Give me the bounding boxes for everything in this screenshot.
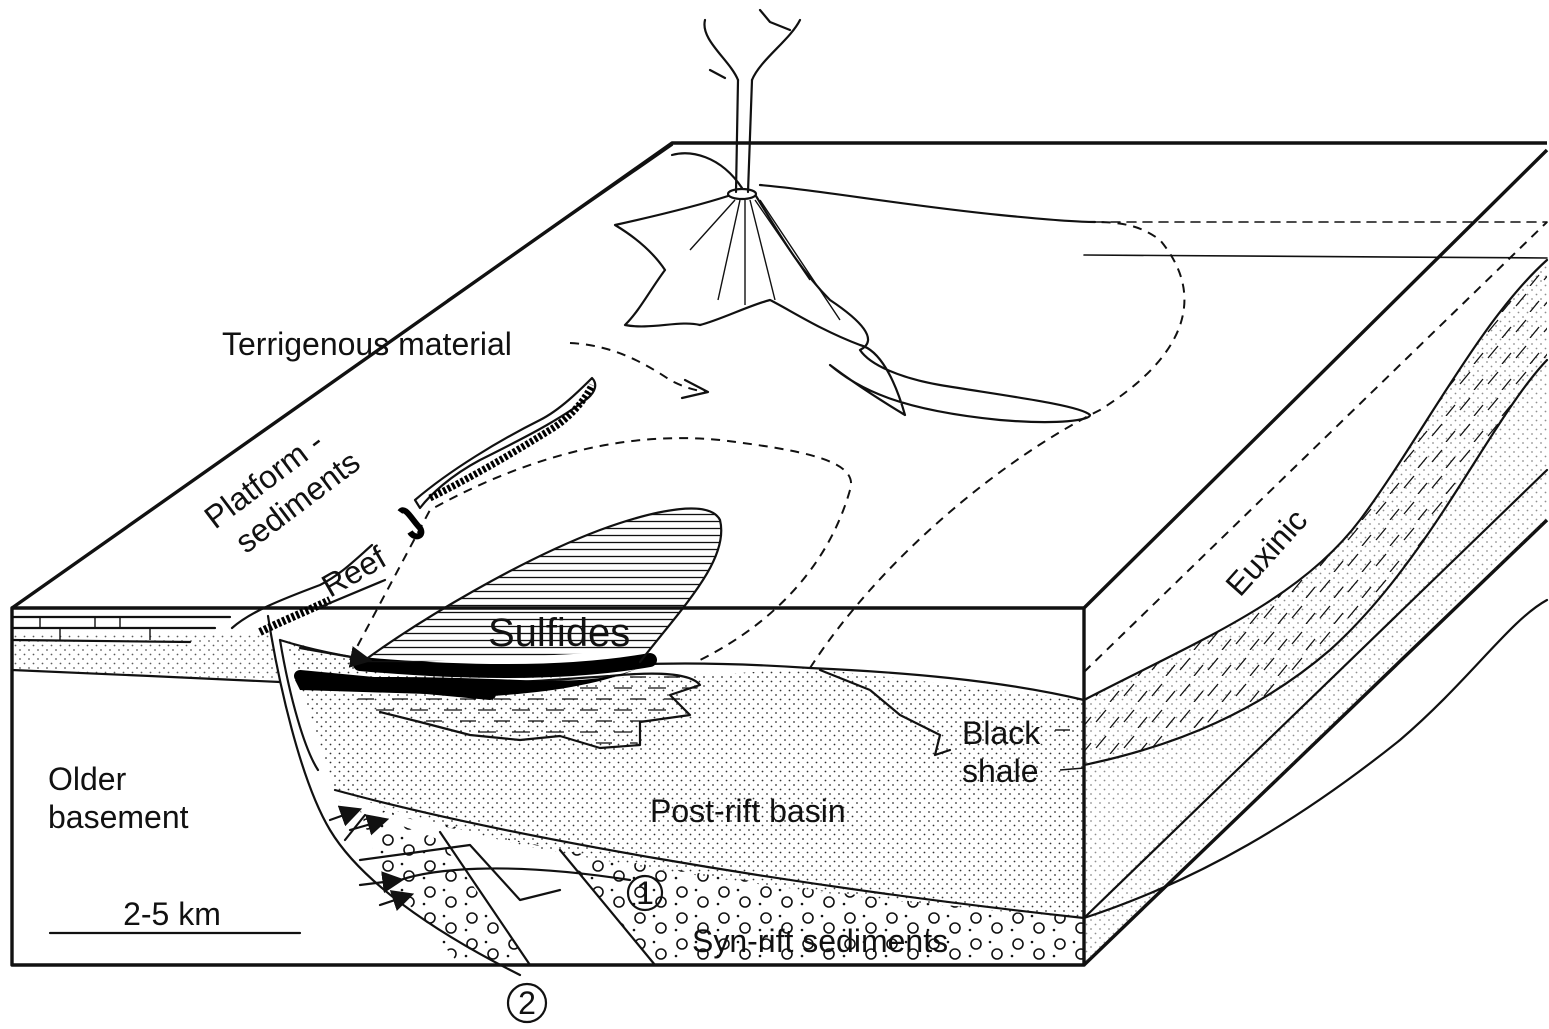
older-basement-label-line1: Older bbox=[48, 761, 127, 797]
syn-rift-sediments-label: Syn-rift sediments bbox=[692, 923, 948, 959]
volcano bbox=[615, 10, 1095, 422]
terrigenous-label: Terrigenous material bbox=[222, 326, 512, 362]
sulfide-plume bbox=[350, 222, 1184, 668]
reef-label: Reef bbox=[316, 539, 393, 604]
marker-1-label: 1 bbox=[636, 875, 654, 911]
platform-sediments-label: Platform - sediments bbox=[198, 413, 367, 566]
post-rift-basin-label: Post-rift basin bbox=[650, 793, 846, 829]
sulfides-label: Sulfides bbox=[488, 611, 630, 655]
right-face-sediments bbox=[1084, 222, 1547, 965]
marker-2: 2 bbox=[508, 984, 546, 1022]
older-basement-label-line2: basement bbox=[48, 799, 189, 835]
scale-bar: 2-5 km bbox=[50, 896, 300, 933]
black-shale-label-line1: Black bbox=[962, 715, 1041, 751]
scale-bar-label: 2-5 km bbox=[123, 896, 221, 932]
marker-2-label: 2 bbox=[518, 985, 536, 1021]
black-shale-label-line2: shale bbox=[962, 753, 1039, 789]
